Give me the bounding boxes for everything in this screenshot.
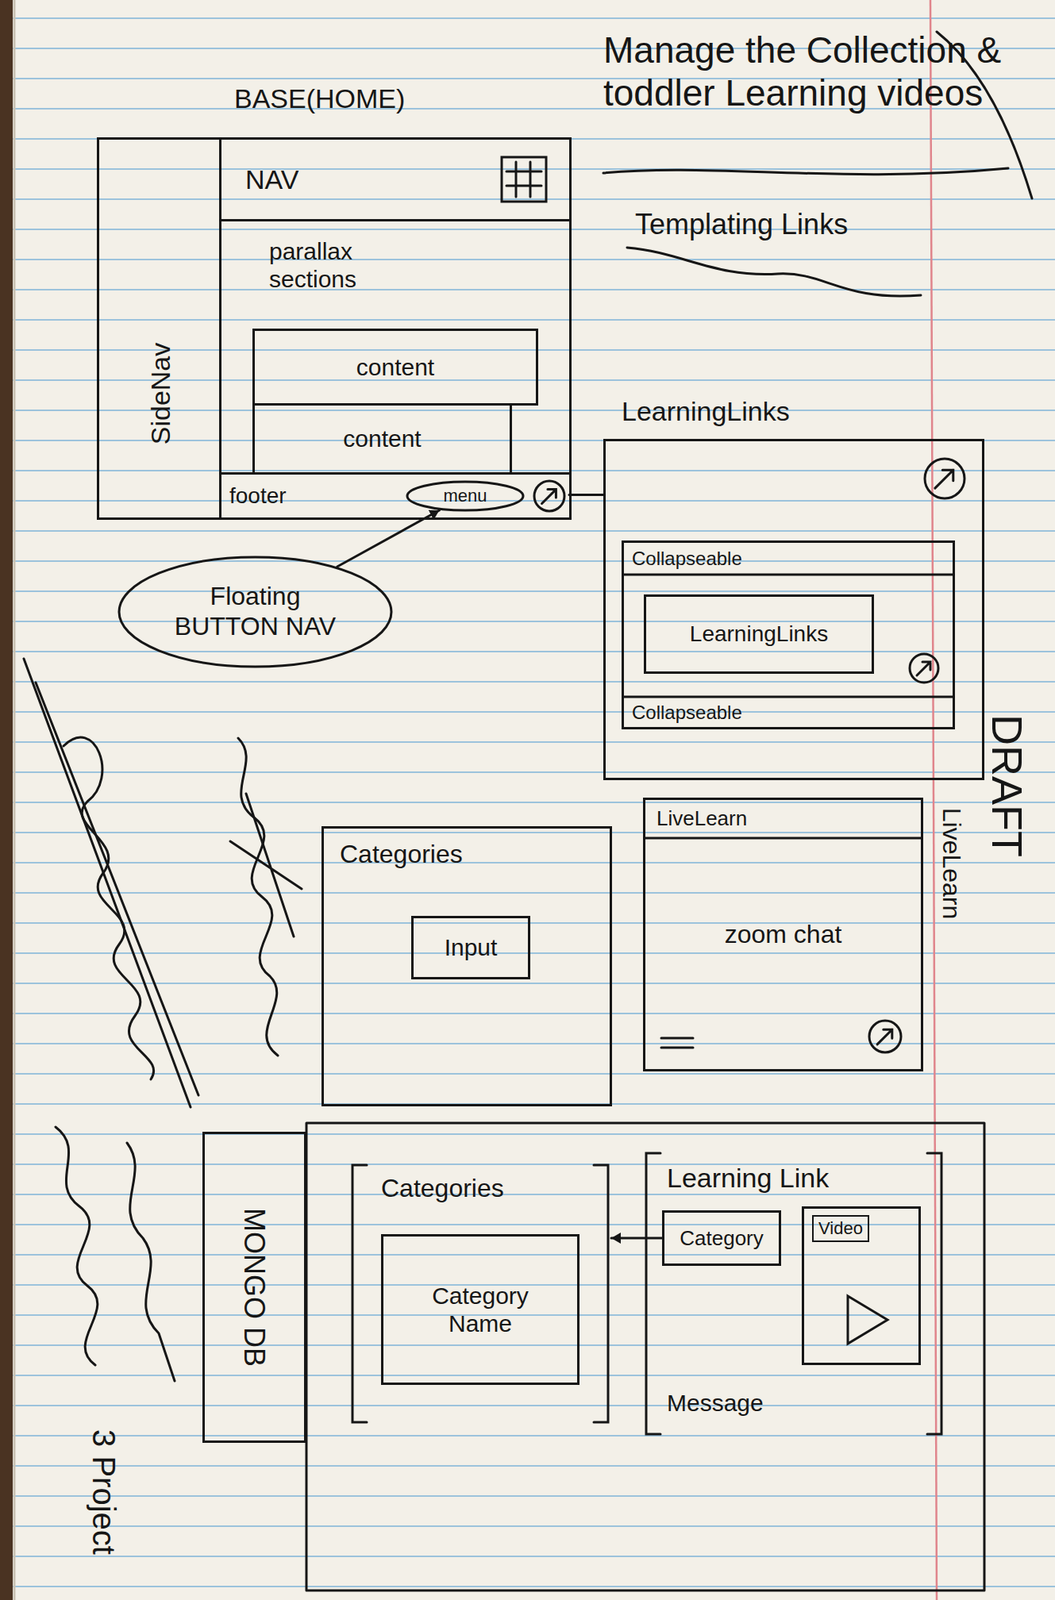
ellipse-shape: [407, 481, 524, 511]
node-text: Categories: [381, 1174, 505, 1205]
signature-scribble: [63, 737, 155, 1080]
arrow-icon: [542, 489, 557, 505]
page-edge: [13, 0, 16, 1600]
connector: [569, 493, 604, 497]
categories-panel: CategoriesInput: [321, 826, 613, 1107]
grid-lines: [506, 161, 542, 197]
node-text: Video: [812, 1215, 870, 1243]
content-box: content: [252, 328, 539, 406]
node-text: LiveLearn: [656, 806, 747, 832]
node-text: Collapseable: [631, 701, 743, 724]
menu-button: menu: [405, 480, 525, 513]
parallax-area: parallax sections content content: [221, 221, 570, 473]
signature-scribble: [238, 738, 278, 1056]
note-label: DRAFT: [981, 714, 1032, 858]
arrow-icon: [916, 662, 931, 676]
note-label: 3 Project: [84, 1429, 122, 1556]
footer-divider: [623, 696, 953, 699]
input-field: Input: [411, 916, 531, 980]
bracket-shape: [352, 1165, 609, 1423]
learning-link-schema: Learning LinkMessage Category Video: [643, 1151, 945, 1437]
play-icon: [847, 1296, 888, 1344]
node-text: Message: [666, 1389, 764, 1417]
node-text: Category Name: [399, 1282, 562, 1339]
learning-links-panel: LearningLinksCollapseableCollapseableLea…: [603, 438, 985, 781]
header-divider: [623, 573, 953, 577]
table-edge: [0, 0, 13, 1600]
node-text: menu: [413, 485, 517, 507]
ellipse-shape: [119, 557, 392, 667]
node-text: Category: [673, 1226, 770, 1252]
arrow-circle-icon: [869, 1020, 901, 1053]
node-text: Learning Link: [666, 1162, 829, 1194]
collapsible-panel: CollapseableCollapseableLearningLinks: [621, 540, 955, 730]
category-field: Category: [662, 1210, 782, 1267]
footer-bar: footer menu: [221, 472, 570, 518]
note-label: Templating Links: [635, 207, 848, 242]
node-text: parallax sections: [269, 237, 428, 294]
node-text: SideNav: [144, 342, 177, 446]
margin-line: [930, 0, 937, 1600]
node-text: LearningLinks: [655, 620, 863, 647]
signature-scribble: [127, 1143, 175, 1382]
arrow-icon: [877, 1029, 893, 1045]
categories-schema: CategoriesCategory Name: [349, 1162, 612, 1425]
node-text: LearningLinks: [621, 395, 790, 428]
content-box: content: [252, 405, 513, 473]
header-divider: [645, 837, 921, 840]
schema-region: [306, 1123, 985, 1591]
category-name-field: Category Name: [381, 1234, 580, 1386]
node-text: BASE(HOME): [234, 82, 405, 115]
node-text: content: [264, 424, 501, 453]
node-text: zoom chat: [654, 920, 912, 951]
node-text: Categories: [339, 839, 463, 871]
arrow-circle-icon: [534, 481, 565, 512]
node-text: NAV: [245, 163, 299, 196]
node-text: footer: [229, 482, 287, 509]
menu-lines: [661, 1038, 694, 1048]
node-text: Input: [423, 933, 519, 962]
side-nav: SideNav: [99, 139, 222, 518]
video-field: Video: [801, 1206, 921, 1366]
arrow-circle-icon: [909, 654, 939, 683]
bracket-shape: [646, 1153, 942, 1435]
menu-grid-icon: [501, 157, 547, 202]
templating-squiggle: [627, 247, 921, 297]
signature-scribble: [55, 1127, 98, 1366]
node-text: Collapseable: [631, 547, 743, 570]
node-text: MONGO DB: [237, 1208, 271, 1367]
database-box: MONGO DB: [202, 1132, 307, 1444]
scribble-line: [35, 682, 199, 1096]
live-learn-panel: LiveLearnLiveLearnzoom chat: [643, 797, 924, 1072]
node-text: LiveLearn: [935, 808, 967, 921]
node-text: content: [264, 353, 527, 382]
diagram-title: Manage the Collection & toddler Learning…: [603, 28, 1032, 116]
scribble-line: [23, 658, 191, 1108]
arrow-circle-icon: [924, 458, 965, 499]
floating-nav-callout: Floating BUTTON NAV: [117, 555, 393, 669]
connector: [611, 1237, 663, 1240]
title-underline: [603, 168, 1009, 175]
page-frame: BASE(HOME)NAVSideNavparallax sectionscon…: [96, 137, 572, 520]
arrow-icon: [935, 469, 954, 489]
nav-bar: NAV: [221, 139, 570, 222]
learning-links-box: LearningLinks: [643, 594, 875, 674]
node-text: Floating BUTTON NAV: [157, 581, 354, 643]
scribble-cross: [230, 793, 302, 937]
